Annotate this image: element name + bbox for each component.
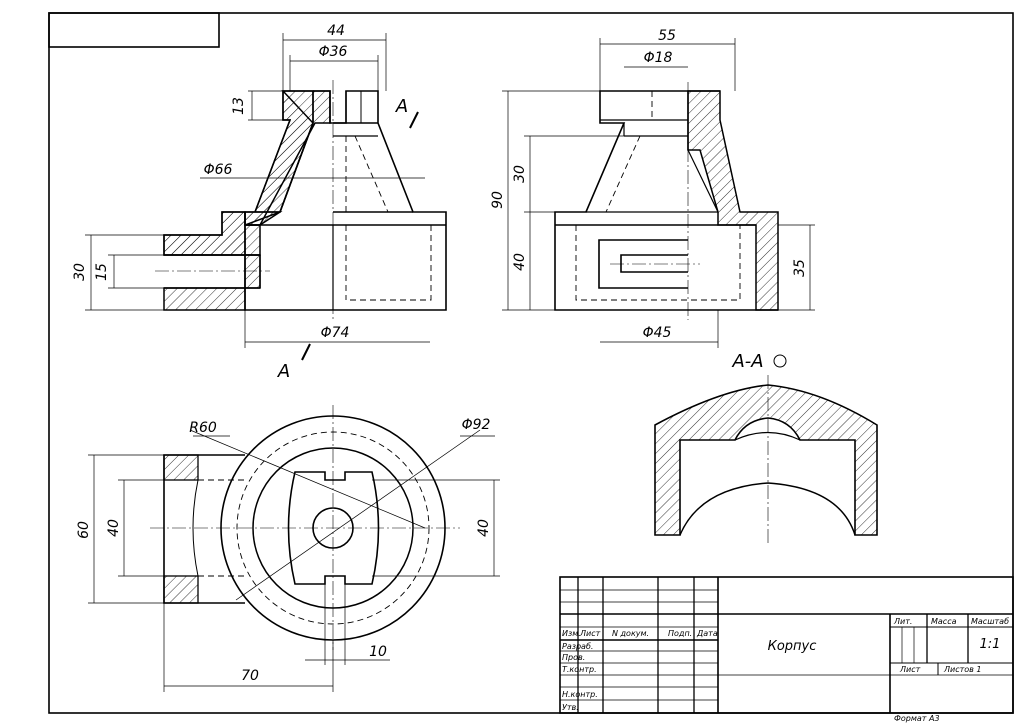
- dim-30-side: 30: [512, 165, 528, 183]
- front-view: [155, 80, 447, 320]
- top-view: [150, 405, 481, 650]
- top-dimensions: [88, 435, 500, 692]
- tb-izm: Изм.: [562, 629, 581, 638]
- side-view: [554, 82, 779, 320]
- dim-90: 90: [490, 191, 506, 209]
- dim-40-top-left: 40: [106, 519, 122, 537]
- tb-prov: Пров.: [562, 653, 585, 662]
- front-dimensions: [85, 33, 430, 361]
- tb-list-right: Лист: [899, 665, 921, 674]
- dim-40-top-right: 40: [476, 519, 492, 537]
- tb-massa: Масса: [931, 617, 957, 626]
- section-a-a: [654, 354, 878, 545]
- section-title-a-a: А-А: [731, 351, 763, 372]
- dim-35: 35: [792, 259, 808, 277]
- top-hatch-lower: [163, 575, 199, 604]
- front-hatch-neck-wall: [244, 90, 314, 226]
- dim-40-side: 40: [512, 253, 528, 271]
- tb-format: Формат А3: [894, 714, 940, 723]
- dim-phi74: Φ74: [321, 325, 350, 341]
- tb-ndoc: N докум.: [612, 629, 649, 638]
- dim-phi18: Φ18: [644, 50, 673, 66]
- dim-70: 70: [241, 668, 259, 684]
- tb-list: Лист: [579, 629, 601, 638]
- dim-15: 15: [94, 263, 110, 281]
- front-dimension-text: 44 Φ36 13 Φ66 30 15 Φ74 A A: [72, 23, 408, 382]
- tb-utv: Утв.: [562, 703, 579, 712]
- dim-44: 44: [327, 23, 345, 39]
- tb-listov: Листов 1: [943, 665, 982, 674]
- title-block: [559, 576, 1014, 714]
- section-mark-a-top: A: [395, 96, 408, 117]
- top-dimension-text: R60 Φ92 60 40 40 70 10: [76, 417, 492, 684]
- dim-10: 10: [369, 644, 387, 660]
- dim-phi45: Φ45: [643, 325, 672, 341]
- section-title: А-А: [731, 351, 763, 372]
- dim-55: 55: [658, 28, 676, 44]
- tb-scale: 1:1: [980, 637, 1001, 652]
- tb-tkontr: Т.контр.: [562, 665, 597, 674]
- drawing-frame: [48, 12, 1014, 714]
- dim-13: 13: [231, 97, 247, 115]
- dim-phi66: Φ66: [204, 162, 233, 178]
- title-block-text: Изм. Лист N докум. Подп. Дата Разраб. Пр…: [562, 617, 1009, 723]
- dim-phi92: Φ92: [462, 417, 491, 433]
- dim-60: 60: [76, 521, 92, 539]
- tb-nkontr: Н.контр.: [562, 690, 598, 699]
- dim-30: 30: [72, 263, 88, 281]
- tb-masshtab: Масштаб: [971, 617, 1009, 626]
- side-dimensions: [502, 38, 815, 348]
- side-hatch-neck: [687, 90, 779, 311]
- side-dimension-text: 55 Φ18 90 30 40 35 Φ45: [490, 28, 808, 341]
- tb-title: Корпус: [768, 639, 817, 654]
- tb-podp: Подп.: [668, 629, 692, 638]
- section-hatch: [654, 384, 878, 536]
- dim-phi36: Φ36: [319, 44, 348, 60]
- dim-r60: R60: [189, 420, 217, 436]
- section-mark-a-bottom: A: [277, 361, 290, 382]
- tb-razrab: Разраб.: [562, 642, 593, 651]
- top-hatch-upper: [163, 454, 199, 481]
- tb-data: Дата: [696, 629, 718, 638]
- tb-lit: Лит.: [893, 617, 912, 626]
